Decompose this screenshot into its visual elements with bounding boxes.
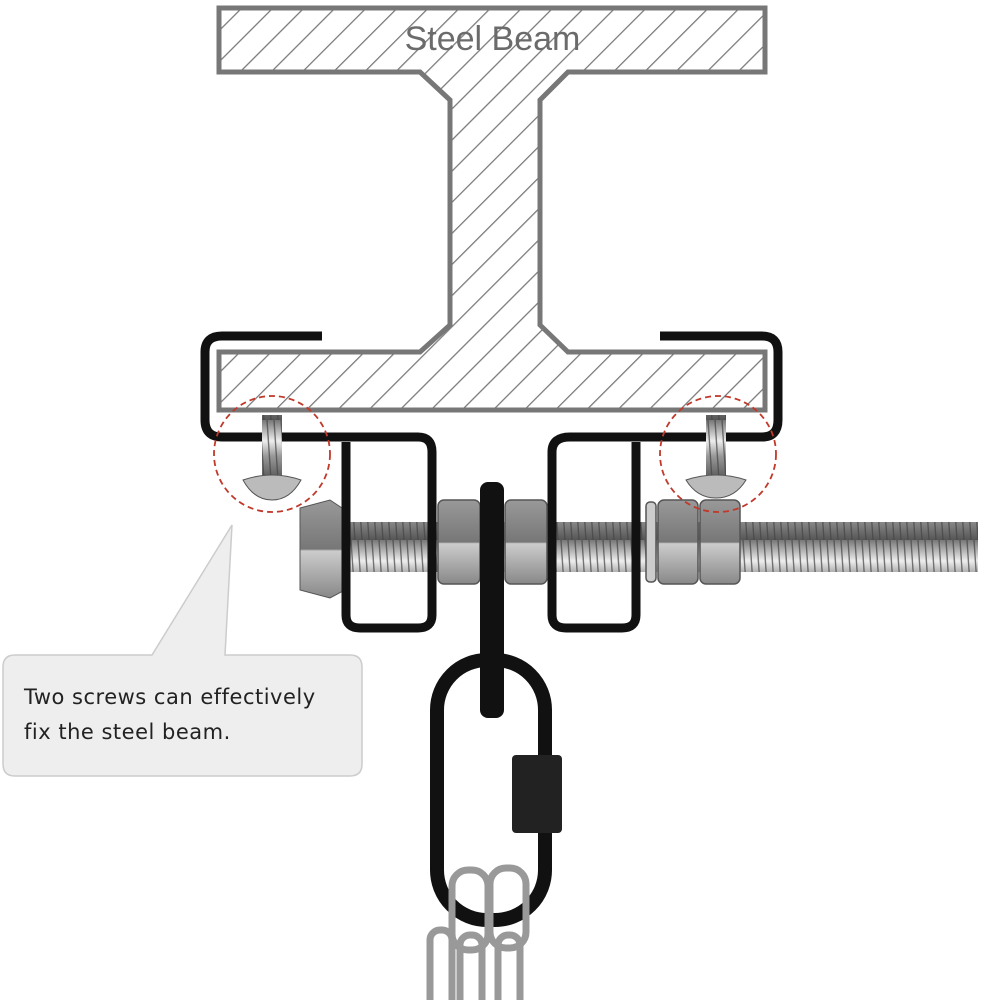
left-highlight-circle xyxy=(213,395,331,513)
carabiner-lock-sleeve xyxy=(512,755,562,833)
right-screw xyxy=(685,415,747,499)
callout-line-1: Two screws can effectively xyxy=(24,685,316,709)
callout-bubble xyxy=(2,524,363,777)
callout-line-2: fix the steel beam. xyxy=(24,720,231,744)
hanging-plate xyxy=(480,482,504,718)
left-screw xyxy=(242,415,302,501)
chains xyxy=(426,864,530,1000)
hex-bolt-head xyxy=(299,499,346,599)
steel-beam-label: Steel Beam xyxy=(404,20,581,58)
right-highlight-circle xyxy=(659,395,777,513)
hex-nuts xyxy=(437,499,741,585)
left-clamp xyxy=(200,331,437,633)
right-clamp xyxy=(547,331,783,633)
steel-beam-section xyxy=(216,5,768,413)
callout-text: Two screws can effectively fix the steel… xyxy=(24,680,354,750)
